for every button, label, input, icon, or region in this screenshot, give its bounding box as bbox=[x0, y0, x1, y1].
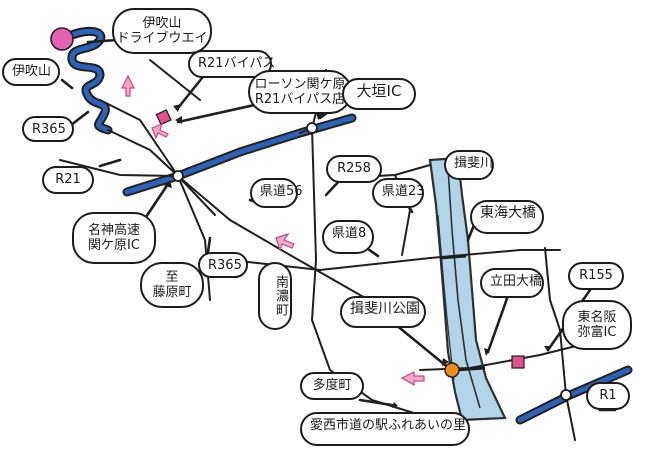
label-ibukiyama-text: 伊吹山 bbox=[12, 64, 52, 79]
label-ibukiyama: 伊吹山 bbox=[2, 58, 60, 86]
label-r365-south: R365 bbox=[198, 252, 248, 278]
label-ibigawa-river-text: 揖斐川 bbox=[454, 156, 494, 171]
label-meishin-line2: 関ケ原IC bbox=[88, 238, 140, 253]
label-r21-bypass-text: R21バイパス bbox=[198, 56, 276, 71]
label-kendo8-text: 県道8 bbox=[332, 226, 367, 241]
leader-arrowheads bbox=[164, 104, 552, 408]
label-r155-text: R155 bbox=[579, 268, 613, 283]
label-r365-north: R365 bbox=[22, 116, 74, 142]
label-r1: R1 bbox=[586, 382, 630, 410]
label-tomei-hanshin-line2: 弥富IC bbox=[577, 325, 617, 340]
michinoeki-marker-icon bbox=[511, 355, 525, 369]
label-driveway-line2: ドライブウエイ bbox=[116, 31, 208, 46]
label-tateda-bridge-text: 立田大橋 bbox=[490, 274, 543, 289]
tokai-bridge-mark bbox=[439, 254, 467, 260]
label-michinoeki-text: 愛西市道の駅ふれあいの里 bbox=[310, 418, 467, 433]
label-lawson-line1: ローソン関ケ原 bbox=[254, 77, 346, 92]
local-roads bbox=[59, 59, 601, 441]
label-tokai-bridge-text: 東海大橋 bbox=[480, 205, 536, 221]
label-driveway-line1: 伊吹山 bbox=[142, 16, 182, 31]
label-r365-south-text: R365 bbox=[208, 258, 242, 273]
label-r1-text: R1 bbox=[599, 388, 617, 403]
label-lawson: ローソン関ケ原 R21バイパス店 bbox=[248, 70, 352, 114]
label-to-fujiwara-line2: 藤原町 bbox=[152, 285, 192, 300]
arrow-left-icon bbox=[151, 122, 169, 140]
label-kendo56-text: 県道56 bbox=[260, 184, 303, 199]
ogaki-ic-node bbox=[306, 122, 318, 134]
label-ibigawa-park: 揖斐川公園 bbox=[340, 296, 426, 328]
yatomi-ic-node bbox=[560, 389, 572, 401]
label-nanno-town-text: 南濃町 bbox=[273, 275, 288, 317]
arrow-up-icon bbox=[121, 74, 135, 97]
lawson-marker-icon bbox=[155, 109, 172, 126]
label-tateda-bridge: 立田大橋 bbox=[480, 268, 544, 298]
label-nanno-town: 南濃町 bbox=[258, 262, 292, 330]
label-kendo23-text: 県道23 bbox=[382, 184, 425, 199]
direction-arrows bbox=[121, 74, 425, 387]
label-ibigawa-park-text: 揖斐川公園 bbox=[350, 301, 420, 317]
label-tado-town: 多度町 bbox=[300, 372, 364, 400]
label-tado-town-text: 多度町 bbox=[312, 378, 352, 393]
label-meishin-sekigahara-ic: 名神高速 関ケ原IC bbox=[72, 212, 156, 264]
sekigahara-ic-node bbox=[172, 170, 184, 182]
label-ogaki-ic-text: 大垣IC bbox=[356, 82, 402, 100]
label-michinoeki: 愛西市道の駅ふれあいの里 bbox=[300, 412, 470, 446]
park-marker-icon bbox=[444, 362, 460, 378]
label-lawson-line2: R21バイパス店 bbox=[254, 92, 346, 107]
start-marker-icon bbox=[50, 27, 74, 51]
arrow-left-icon-3 bbox=[400, 371, 425, 387]
label-r155: R155 bbox=[568, 262, 624, 290]
ibigawa-river bbox=[428, 156, 507, 422]
label-r258: R258 bbox=[326, 155, 382, 183]
label-kendo56: 県道56 bbox=[250, 178, 303, 208]
label-ogaki-ic: 大垣IC bbox=[342, 78, 416, 110]
label-meishin-line1: 名神高速 bbox=[87, 223, 140, 238]
label-kendo23: 県道23 bbox=[372, 178, 425, 208]
label-r258-text: R258 bbox=[337, 161, 371, 176]
arrow-left-icon-2 bbox=[275, 232, 295, 252]
label-kendo8: 県道8 bbox=[322, 220, 374, 254]
label-r21: R21 bbox=[42, 166, 94, 194]
label-r365-north-text: R365 bbox=[32, 122, 66, 137]
tateda-bridge-mark bbox=[454, 366, 486, 372]
label-r21-text: R21 bbox=[55, 172, 81, 187]
label-to-fujiwara-line1: 至 bbox=[165, 270, 179, 285]
label-tomei-hanshin-yatomi-ic: 東名阪 弥富IC bbox=[562, 300, 632, 350]
label-tokai-bridge: 東海大橋 bbox=[470, 200, 544, 234]
label-ibigawa-river: 揖斐川 bbox=[444, 150, 494, 180]
label-ibuki-driveway: 伊吹山 ドライブウエイ bbox=[112, 8, 212, 54]
label-tomei-hanshin-line1: 東名阪 bbox=[577, 310, 617, 325]
label-to-fujiwara: 至 藤原町 bbox=[140, 262, 204, 308]
label-r21-bypass: R21バイパス bbox=[188, 50, 276, 78]
